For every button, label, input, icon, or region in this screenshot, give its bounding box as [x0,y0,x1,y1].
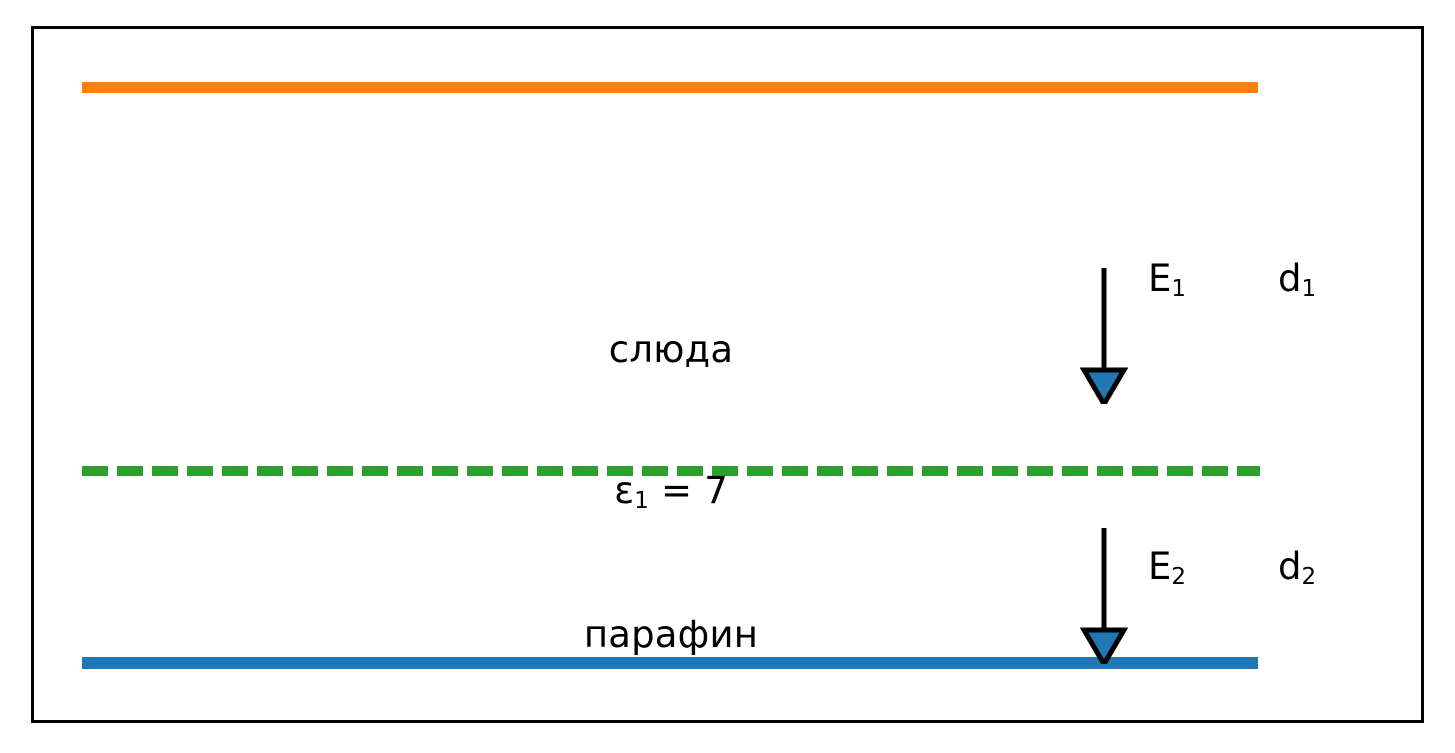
layer-2-label-group: парафин ε2 = 2 [471,517,871,753]
top-plate-line [82,82,1258,93]
layer-2-thickness-symbol: d [1278,545,1302,588]
layer-1-equals-sign: = [649,469,705,512]
layer-1-material-label: слюда [608,328,734,371]
layer-1-permittivity-label: ε1 = 7 [471,467,871,520]
diagram-frame [31,26,1424,723]
layer-1-epsilon-subscript: 1 [634,488,650,515]
layer-2-field-subscript: 2 [1171,564,1186,591]
layer-1-field-symbol: E [1148,257,1172,300]
layer-2-thickness-subscript: 2 [1301,564,1317,591]
layer-2-thickness-label: d2 [1278,548,1316,591]
layer-2-field-label: E2 [1148,548,1186,591]
layer-1-epsilon-value: 7 [704,469,728,512]
layer-2-material-label: парафин [583,613,759,656]
layer-1-thickness-subscript: 1 [1301,276,1317,303]
layer-1-field-label: E1 [1148,260,1186,303]
bottom-plate-line [82,657,1258,669]
field-arrow-down-icon-2 [1080,522,1128,664]
layer-1-thickness-label: d1 [1278,260,1316,303]
field-arrow-down-icon-1 [1080,262,1128,404]
layer-1-thickness-symbol: d [1278,257,1302,300]
layer-1-label-group: слюда ε1 = 7 [471,232,871,614]
layer-1-field-subscript: 1 [1171,276,1186,303]
layer-1-epsilon-symbol: ε [614,469,635,512]
dielectric-interface-line [82,466,1260,476]
layer-2-field-symbol: E [1148,545,1172,588]
